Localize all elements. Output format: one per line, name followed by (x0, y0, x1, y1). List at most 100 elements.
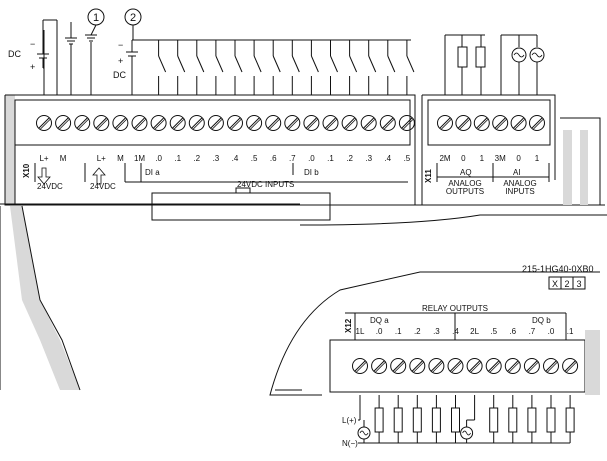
input-switch-icon (349, 40, 358, 95)
terminal-label: .2 (193, 154, 200, 163)
x12-terminal-strip (352, 358, 579, 374)
group-dqa-label: DQ a (370, 316, 389, 325)
group-dib-label: DI b (304, 168, 319, 177)
terminal-label: 2M (439, 154, 450, 163)
terminal-label: 1 (480, 154, 485, 163)
relay-outputs-caption: RELAY OUTPUTS (422, 304, 488, 313)
relay-load-icon (527, 395, 537, 443)
terminal-label: 0 (516, 154, 521, 163)
relay-load-icon (546, 395, 556, 443)
terminal-label: M (60, 154, 67, 163)
analog-inputs-caption-2: INPUTS (505, 187, 534, 196)
input-switch-icon (368, 40, 377, 95)
x12-tag: X12 (344, 318, 353, 333)
input-switch-icon (272, 40, 281, 95)
x10-tag: X10 (22, 163, 31, 178)
input-switches (132, 40, 415, 96)
input-switch-icon (291, 40, 300, 95)
input-switch-icon (177, 40, 186, 95)
screw-terminal (390, 358, 407, 374)
dc-supply-right: DC − + (113, 39, 411, 95)
input-switch-icon (330, 40, 338, 95)
terminal-label: .5 (251, 154, 258, 163)
analog-outputs-caption-2: OUTPUTS (446, 187, 484, 196)
terminal-label: .0 (308, 154, 315, 163)
callout-1: 1 (87, 8, 105, 36)
screw-terminal (246, 115, 263, 131)
terminal-label: M (117, 154, 124, 163)
screw-terminal (36, 115, 52, 131)
screw-terminal (492, 115, 509, 131)
screw-terminal (360, 115, 377, 131)
screw-terminal (543, 358, 559, 374)
terminal-label: .1 (395, 327, 402, 336)
supply-out-arrow-icon (37, 167, 51, 185)
terminal-label: .1 (327, 154, 334, 163)
terminal-label: .7 (289, 154, 296, 163)
ac-source-icon (460, 426, 474, 440)
screw-terminal (504, 358, 521, 374)
neutral-label: N(−) (342, 439, 358, 448)
screw-terminal (529, 115, 545, 131)
input-switch-icon (387, 40, 396, 95)
screw-terminal (510, 115, 527, 131)
ground-symbols (65, 22, 97, 95)
terminal-label: .5 (404, 154, 411, 163)
terminal-label: .4 (232, 154, 239, 163)
relay-load-icon (508, 395, 518, 443)
module-body-bottom (0, 205, 600, 396)
screw-terminal (523, 358, 540, 374)
terminal-label: 1 (535, 154, 540, 163)
version-box-3: 3 (576, 279, 581, 289)
screw-terminal (485, 358, 502, 374)
screw-terminal (352, 358, 368, 374)
screw-terminal (93, 115, 110, 131)
analog-input-sources (500, 34, 545, 95)
screw-terminal (398, 115, 415, 131)
input-switch-icon (234, 40, 243, 95)
callout-2-label: 2 (130, 12, 136, 24)
version-box-2: 2 (564, 279, 569, 289)
screw-terminal (437, 115, 453, 131)
terminal-label: 1M (134, 154, 145, 163)
screw-terminal (227, 115, 243, 131)
terminal-label: L+ (97, 154, 106, 163)
input-switch-icon (406, 40, 415, 95)
relay-loads: L(+) N(−) (342, 395, 575, 448)
relay-load-icon (451, 395, 460, 443)
terminal-label: 2L (470, 327, 479, 336)
terminal-label: 1L (356, 327, 365, 336)
module-body-top (0, 94, 607, 226)
screw-terminal (455, 115, 472, 131)
version-box-1: X (552, 279, 558, 289)
terminal-label: .1 (567, 327, 574, 336)
input-switch-icon (310, 40, 319, 95)
aq-label: AQ (460, 168, 472, 177)
terminal-label: .5 (490, 327, 497, 336)
ai-label: AI (513, 168, 521, 177)
ac-source-icon (357, 426, 371, 440)
terminal-label: .3 (213, 154, 220, 163)
minus-sign-left: − (30, 39, 35, 49)
line-label: L(+) (342, 416, 357, 425)
terminal-label: 0 (461, 154, 466, 163)
analog-outputs-caption-1: ANALOG (448, 179, 481, 188)
callout-2: 2 (124, 8, 142, 40)
screw-terminal (188, 115, 205, 131)
plus-sign-left: + (30, 62, 35, 72)
terminal-label: .4 (452, 327, 459, 336)
screw-terminal (265, 115, 282, 131)
terminal-label: .3 (365, 154, 372, 163)
x11-terminal-strip (437, 115, 545, 131)
relay-load-icon (489, 395, 499, 443)
screw-terminal (284, 115, 301, 131)
terminal-label: .0 (376, 327, 383, 336)
part-number-block: 215-1HG40-0XB0 X 2 3 (522, 264, 594, 290)
screw-terminal (150, 115, 167, 131)
terminal-label: .6 (509, 327, 516, 336)
callout-1-label: 1 (93, 12, 99, 24)
terminal-label: .4 (384, 154, 391, 163)
